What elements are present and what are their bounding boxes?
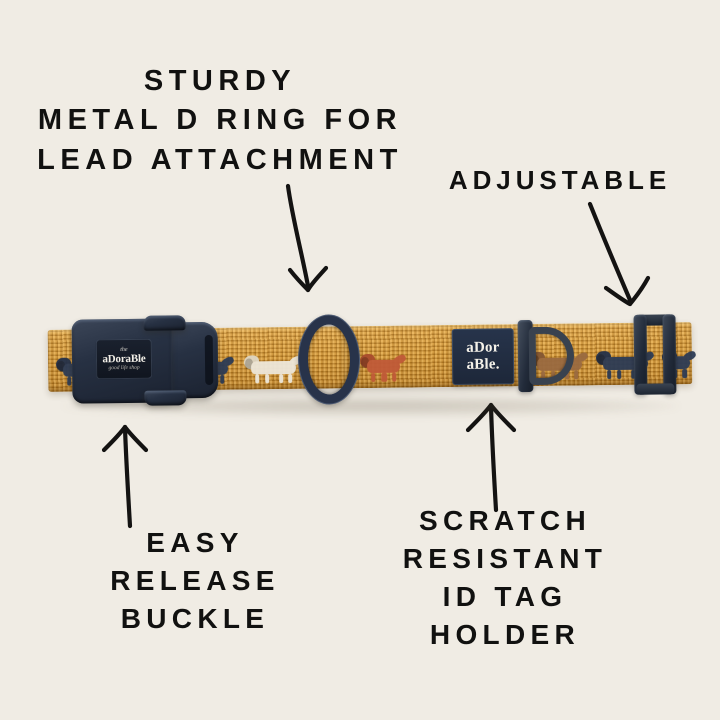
buckle-prong-top [143,315,186,331]
dachshund-motif [359,352,408,383]
metal-d-ring[interactable] [297,314,361,405]
buckle-logo-top-text: the [120,346,128,353]
dachshund-motif [243,353,304,384]
brand-label-line-1: aDor [466,339,500,357]
callout-label-id-tag-holder: SCRATCH RESISTANT ID TAG HOLDER [402,505,608,651]
buckle-brand-logo: the aDoraBle good life shop [95,338,153,380]
buckle-prong-bottom [144,390,187,406]
brand-label-line-2: aBle. [466,356,500,373]
brand-label-patch: aDor aBle. [451,328,515,385]
arrow-to-buckle [101,424,149,529]
adjuster-slider[interactable] [633,314,677,395]
arrow-to-d-ring [285,183,329,293]
id-tag-holder-ring [528,326,575,386]
dog-collar-product: the aDoraBle good life shop aDor aBle. [47,308,698,410]
callout-label-adjustable: ADJUSTABLE [448,165,672,195]
arrow-to-adjuster [587,201,651,307]
id-tag-holder[interactable] [517,320,575,393]
buckle-logo-bottom-text: good life shop [108,364,140,371]
arrow-to-id-tag-holder [465,402,517,513]
adjuster-bottom-bar [636,383,675,395]
callout-label-easy-release-buckle: EASY RELEASE BUCKLE [110,527,280,635]
callout-label-d-ring: STURDY METAL D RING FOR LEAD ATTACHMENT [37,65,403,176]
collar-drop-shadow [62,396,680,416]
